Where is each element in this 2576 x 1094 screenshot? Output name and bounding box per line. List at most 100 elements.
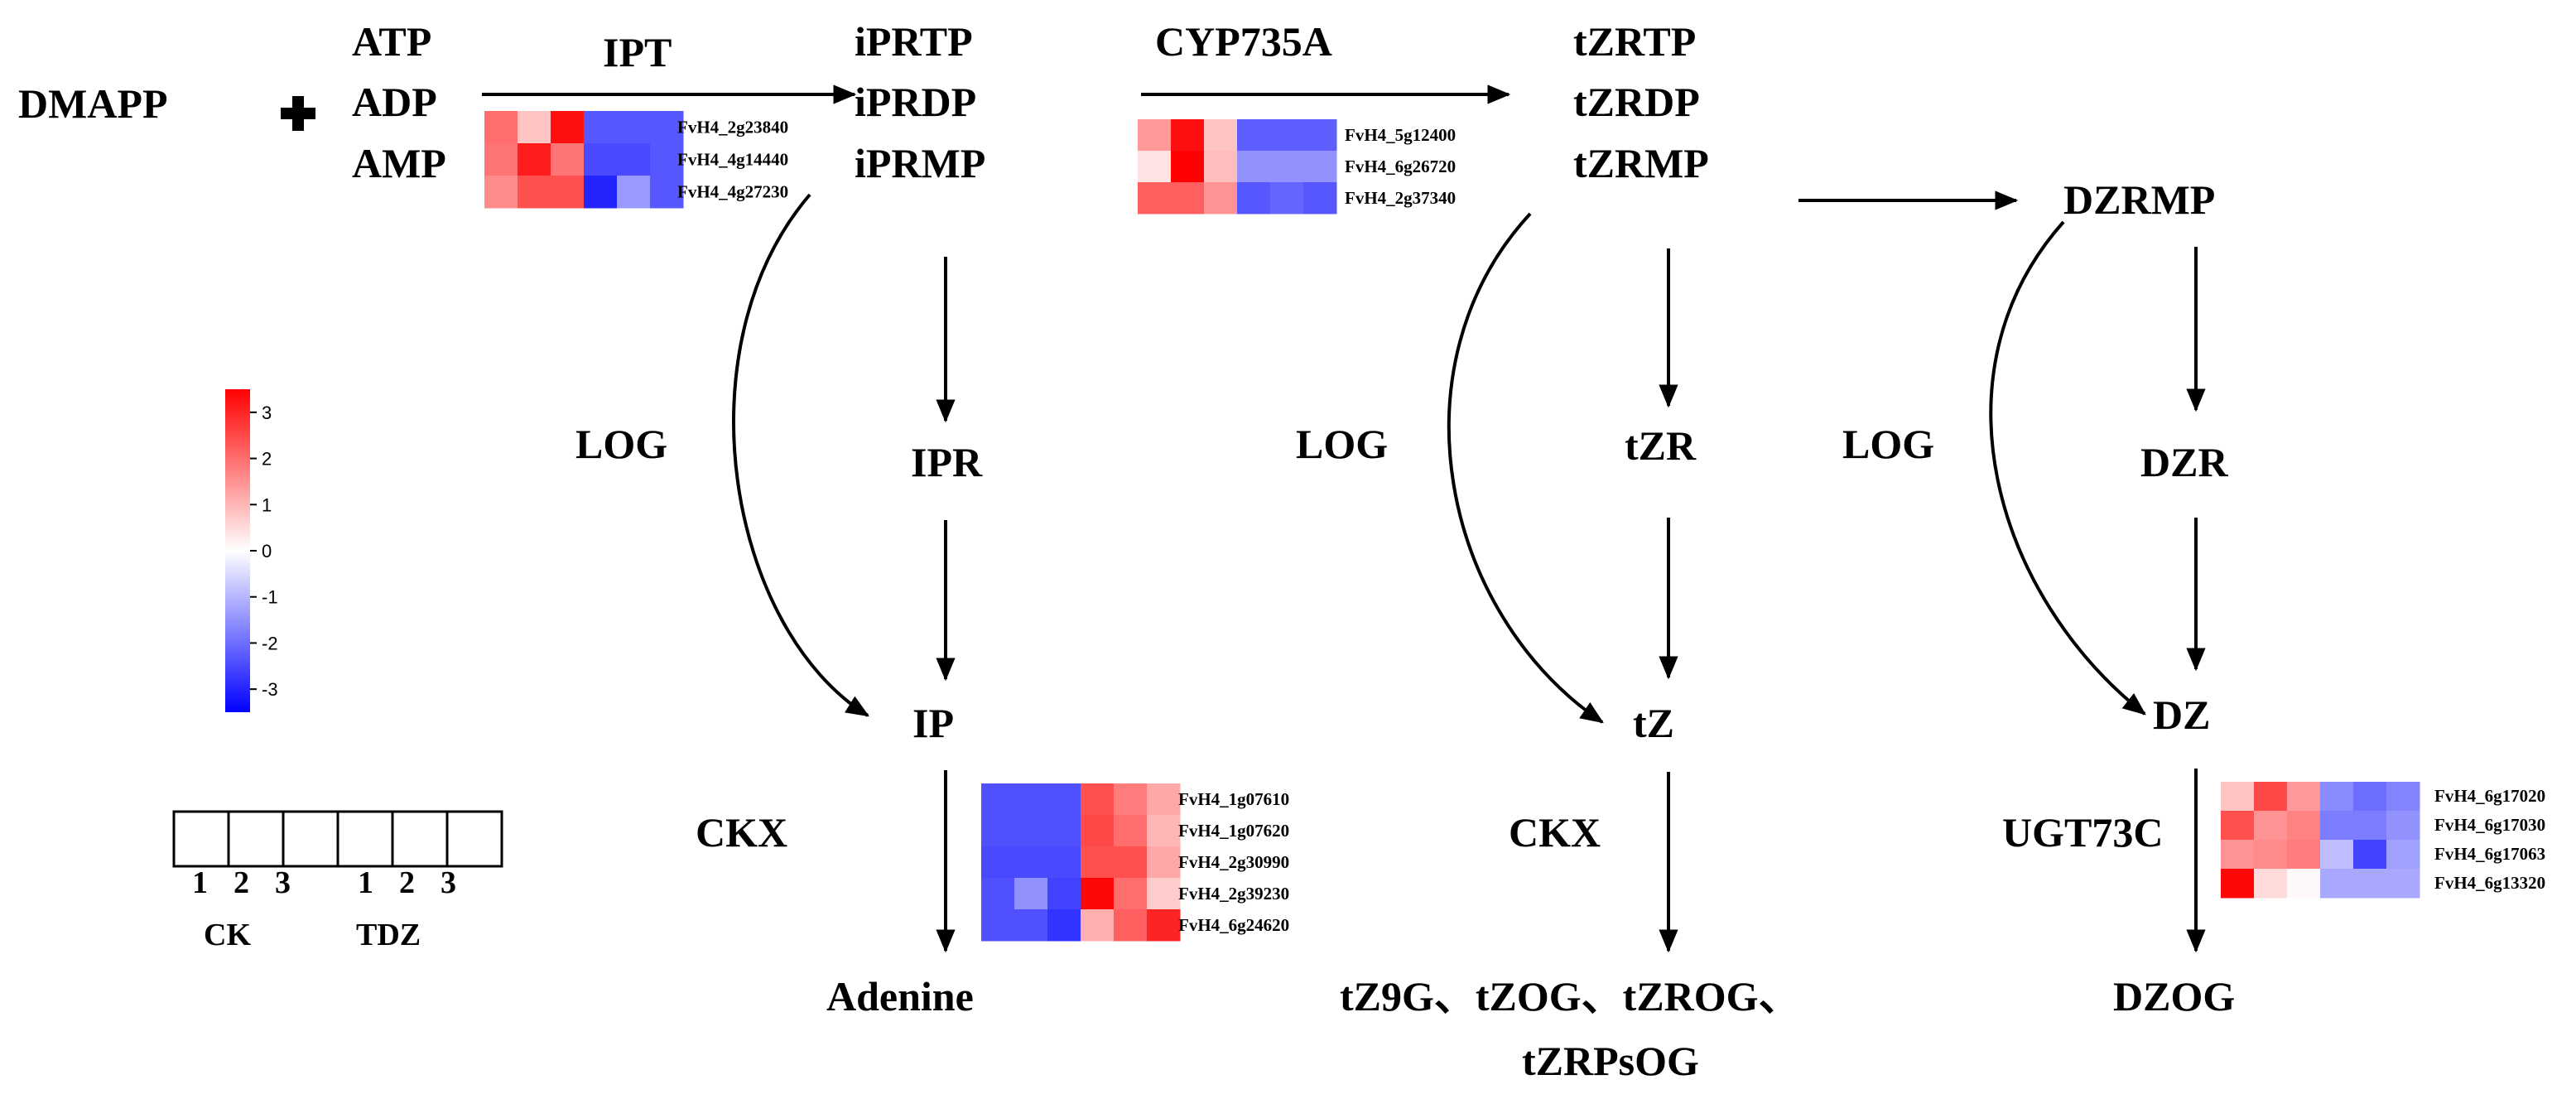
heatmap-cell	[2386, 840, 2420, 870]
heatmap-cell	[2221, 840, 2255, 870]
gene-label: FvH4_6g17020	[2434, 786, 2545, 806]
metabolite-adp: ADP	[352, 79, 437, 125]
sample-key-number: 2	[234, 865, 249, 900]
metabolite-iprdp: iPRDP	[855, 79, 976, 125]
heatmap-cell	[2320, 811, 2354, 841]
metabolite-ip: IP	[912, 700, 954, 746]
arrow-log-iprmp-to-ip	[732, 193, 869, 717]
heatmap-cell	[1204, 119, 1238, 152]
heatmap-cell	[2287, 811, 2321, 841]
heatmap-cell	[1081, 878, 1115, 910]
metabolite-atp: ATP	[352, 18, 431, 65]
sample-key-number: 1	[358, 865, 373, 900]
metabolite-tzr: tZR	[1625, 422, 1697, 469]
gene-label: FvH4_4g27230	[677, 182, 788, 202]
heatmap-cell	[617, 111, 651, 144]
gene-label: FvH4_2g37340	[1345, 188, 1456, 208]
enzyme-ugt73c: UGT73C	[2002, 809, 2163, 855]
sample-key-number: 3	[275, 865, 291, 900]
heatmap-cell	[1014, 909, 1048, 942]
metabolite-tzrmp: tZRMP	[1573, 140, 1709, 186]
heatmap-cell	[2386, 782, 2420, 812]
sample-key-box	[172, 810, 230, 868]
heatmap-cell	[1303, 119, 1337, 152]
heatmap-cell	[1114, 783, 1148, 816]
heatmap-cell	[1237, 151, 1271, 183]
sample-key-box	[336, 810, 394, 868]
heatmap-cell	[1138, 182, 1172, 214]
colorscale-tick-label: 0	[262, 541, 272, 561]
heatmap-cell	[2221, 782, 2255, 812]
heatmap-cell	[1047, 846, 1081, 879]
enzyme-ckx-2: CKX	[1509, 809, 1601, 855]
colorscale-tick-label: -2	[262, 633, 278, 653]
heatmap-cell	[551, 143, 585, 176]
heatmap-cell	[2353, 782, 2387, 812]
heatmap-cell	[1237, 119, 1271, 152]
heatmap-cell	[2254, 840, 2288, 870]
colorscale-tick-label: -3	[262, 679, 278, 700]
metabolite-dz: DZ	[2153, 692, 2210, 738]
gene-label: FvH4_2g30990	[1178, 852, 1289, 872]
gene-label: FvH4_6g24620	[1178, 915, 1289, 935]
colorscale-tick-label: 1	[262, 494, 272, 515]
heatmap-cell	[1303, 151, 1337, 183]
heatmap-cell	[981, 909, 1015, 942]
metabolite-tzrdp: tZRDP	[1573, 79, 1700, 125]
enzyme-ipt: IPT	[603, 29, 672, 75]
heatmap-cell	[551, 111, 585, 144]
gene-label: FvH4_6g13320	[2434, 873, 2545, 893]
heatmap-cell	[1081, 846, 1115, 879]
heatmap-cell	[2287, 782, 2321, 812]
metabolite-dzrmp: DZRMP	[2063, 176, 2215, 223]
enzyme-log-3: LOG	[1842, 421, 1934, 467]
heatmap-cell	[1147, 846, 1181, 879]
heatmap-cell	[1047, 815, 1081, 847]
heatmap-cell	[2287, 869, 2321, 899]
heatmap-cell	[617, 143, 651, 176]
heatmap-cell	[584, 143, 618, 176]
heatmap-cell	[1014, 878, 1048, 910]
heatmap-cell	[1081, 783, 1115, 816]
heatmap-cell	[981, 783, 1015, 816]
heatmap-cell	[1147, 783, 1181, 816]
heatmap-cell	[1114, 846, 1148, 879]
heatmap-cell	[1147, 815, 1181, 847]
heatmap-cell	[2254, 782, 2288, 812]
heatmap-cell	[2221, 869, 2255, 899]
heatmap-cell	[1270, 119, 1304, 152]
arrow-log-tzrmp-to-tz	[1447, 212, 1604, 724]
heatmap-cell	[518, 111, 551, 144]
heatmap-cell	[2254, 811, 2288, 841]
heatmap-cell	[1138, 151, 1172, 183]
heatmap-cell	[650, 176, 684, 209]
sample-key-number: 2	[399, 865, 415, 900]
gene-label: FvH4_6g17063	[2434, 844, 2545, 864]
metabolite-tz: tZ	[1633, 700, 1674, 746]
enzyme-log-2: LOG	[1296, 421, 1388, 467]
enzyme-ckx-1: CKX	[696, 809, 787, 855]
heatmap-cell	[2386, 869, 2420, 899]
sample-group-ck: CK	[204, 918, 251, 952]
arrow-log-dzrmp-to-dz	[1989, 220, 2146, 716]
heatmap-cell	[1081, 909, 1115, 942]
heatmap-cell	[1114, 815, 1148, 847]
enzyme-cyp735a: CYP735A	[1155, 18, 1332, 65]
plus-icon	[281, 96, 315, 131]
heatmap-cell	[2386, 811, 2420, 841]
colorscale-tick-label: -1	[262, 587, 278, 608]
metabolite-tzrtp: tZRTP	[1573, 18, 1696, 65]
heatmap-cell	[1047, 878, 1081, 910]
heatmap-cell	[981, 846, 1015, 879]
gene-label: FvH4_4g14440	[677, 150, 788, 170]
heatmap-cell	[518, 176, 551, 209]
heatmap-cell	[2287, 840, 2321, 870]
gene-label: FvH4_2g39230	[1178, 884, 1289, 904]
heatmap-cell	[1303, 182, 1337, 214]
heatmap-cell	[650, 111, 684, 144]
sample-key-number: 3	[441, 865, 456, 900]
metabolite-dzog: DZOG	[2113, 973, 2235, 1019]
